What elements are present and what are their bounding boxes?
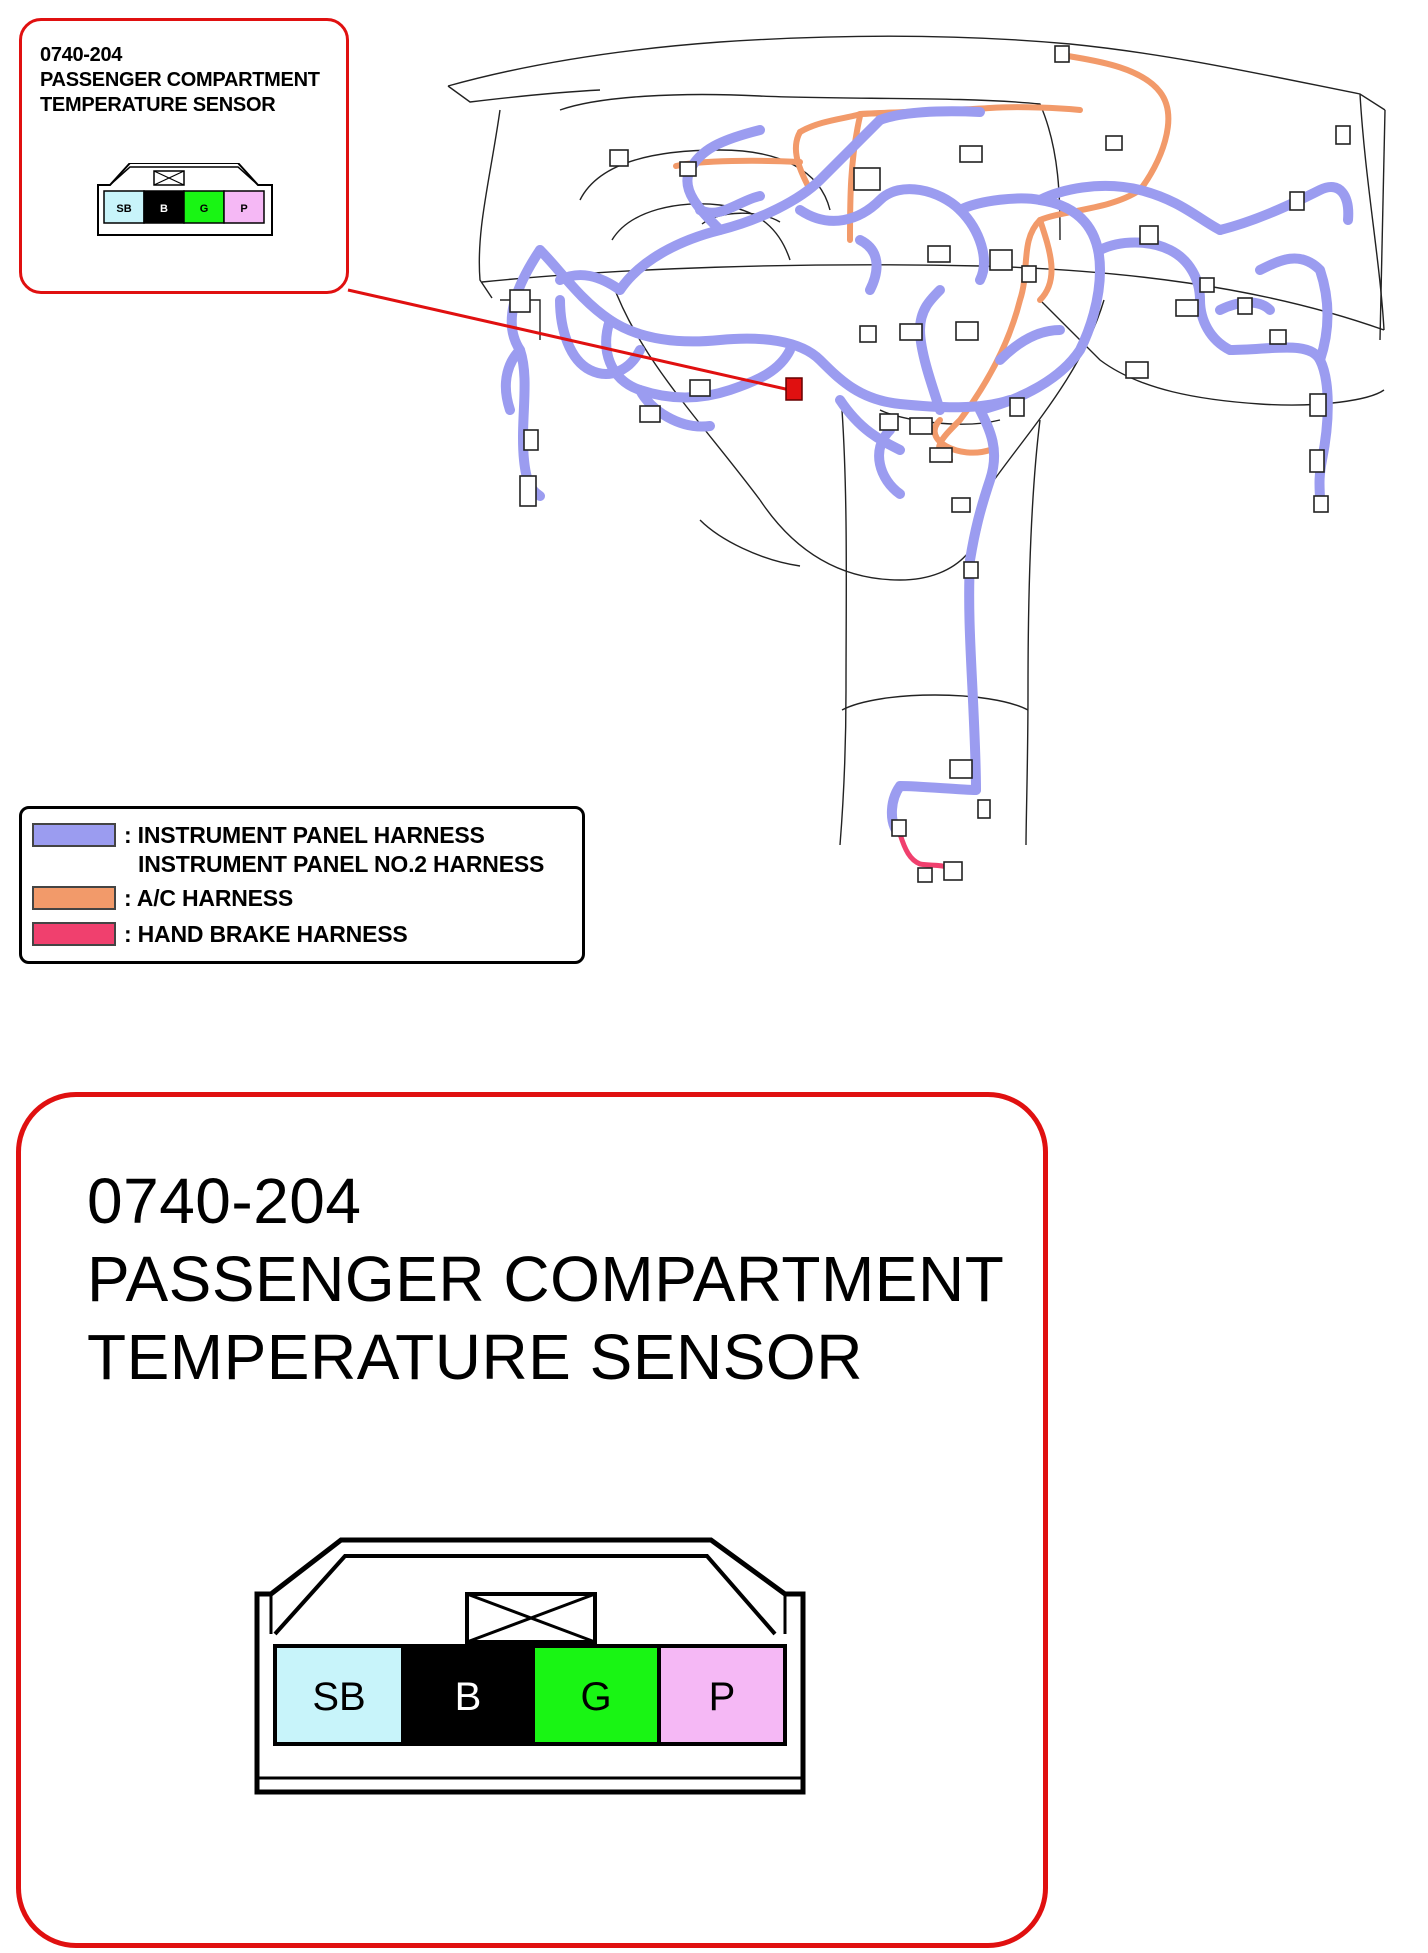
pin-label-p-small: P <box>240 203 247 215</box>
legend-label-instrument-panel-no2: INSTRUMENT PANEL NO.2 HARNESS <box>138 851 545 877</box>
connector-code-large: 0740-204 <box>87 1165 362 1237</box>
connector-callout-large: 0740-204 PASSENGER COMPARTMENT TEMPERATU… <box>16 1092 1048 1948</box>
callout-leader-line <box>347 288 791 392</box>
connector-name-line1-small: PASSENGER COMPARTMENT <box>40 69 320 91</box>
instrument-panel-harness <box>500 106 1354 835</box>
pin-label-g-large: G <box>580 1675 611 1719</box>
connector-code-small: 0740-204 <box>40 44 123 66</box>
connector-face-large: SB B G P <box>254 1537 806 1795</box>
pin-p-large <box>657 1644 787 1746</box>
pin-b-small <box>143 190 185 224</box>
pin-label-b-small: B <box>160 203 168 215</box>
legend-label-ac: : A/C HARNESS <box>124 885 294 911</box>
pin-p-small <box>223 190 265 224</box>
connector-name-line1-large: PASSENGER COMPARTMENT <box>87 1243 1005 1315</box>
sensor-location-marker <box>785 377 803 401</box>
pin-g-small <box>183 190 225 224</box>
legend-label-instrument-panel: : INSTRUMENT PANEL HARNESS <box>124 822 485 848</box>
connector-name-line2-large: TEMPERATURE SENSOR <box>87 1321 863 1393</box>
hand-brake-harness <box>897 831 953 871</box>
connector-name-line2-small: TEMPERATURE SENSOR <box>40 94 276 116</box>
pin-label-g-small: G <box>200 203 209 215</box>
harness-legend: : INSTRUMENT PANEL HARNESS INSTRUMENT PA… <box>19 806 585 964</box>
legend-swatch-instrument-panel <box>32 823 116 847</box>
dashboard-outline <box>447 35 1386 846</box>
pin-label-b-large: B <box>455 1675 482 1719</box>
pin-label-sb-large: SB <box>312 1675 365 1719</box>
connector-callout-small: 0740-204 PASSENGER COMPARTMENT TEMPERATU… <box>19 18 349 294</box>
legend-label-hand-brake: : HAND BRAKE HARNESS <box>124 921 408 947</box>
harness-connectors <box>509 45 1351 883</box>
legend-swatch-hand-brake <box>32 922 116 946</box>
pin-label-sb-small: SB <box>116 203 131 215</box>
legend-swatch-ac <box>32 886 116 910</box>
pin-sb-large <box>273 1644 405 1746</box>
pin-label-p-large: P <box>709 1675 736 1719</box>
connector-face-small: SB B G P <box>97 163 273 236</box>
